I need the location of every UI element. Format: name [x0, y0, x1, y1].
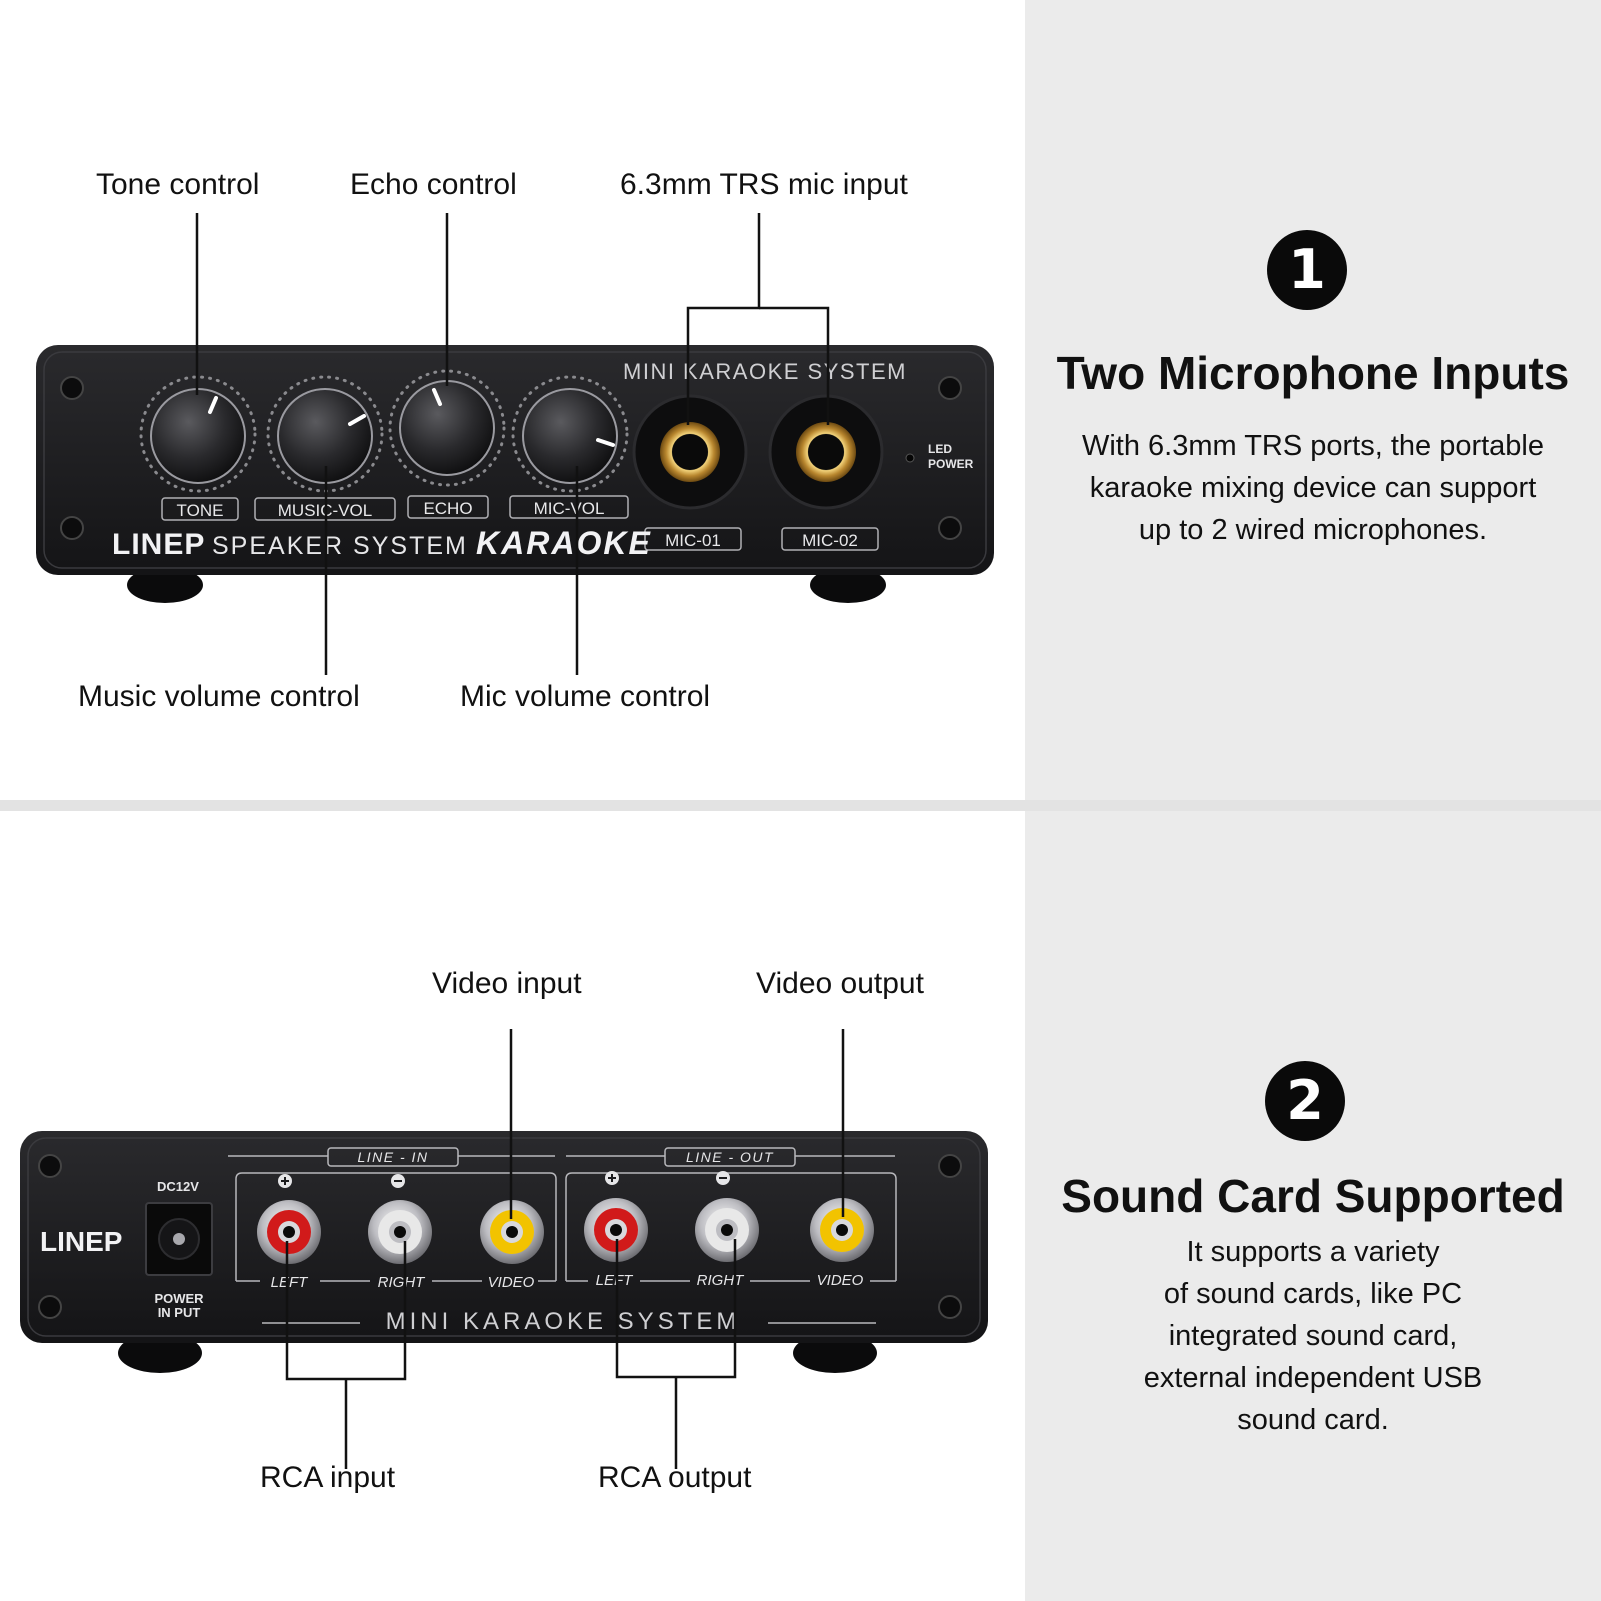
mic-vol-label: MIC-VOL	[534, 499, 605, 518]
speaker-system-label: SPEAKER SYSTEM	[212, 532, 468, 560]
back-panel-section: LINEP DC12V POWER IN PUT	[0, 811, 1601, 1601]
tone-knob[interactable]	[150, 388, 246, 484]
screw	[38, 1154, 62, 1178]
music-volume-callout: Music volume control	[78, 680, 360, 713]
dc-power-jack[interactable]	[145, 1202, 213, 1276]
rca-in-right-jack[interactable]	[368, 1200, 432, 1264]
rca-in-left-jack[interactable]	[257, 1200, 321, 1264]
feature-description: It supports a variety of sound cards, li…	[1025, 1231, 1601, 1441]
device-body	[36, 345, 994, 575]
section-divider	[0, 800, 1601, 811]
description-line: sound card.	[1237, 1404, 1389, 1436]
line-out-label: LINE - OUT	[686, 1149, 774, 1165]
feature-number-badge: 2	[1265, 1061, 1345, 1141]
power-input-label: POWER	[154, 1291, 204, 1306]
rca-out-right-jack[interactable]	[695, 1198, 759, 1262]
left-in-label: LEFT	[271, 1274, 310, 1291]
screw	[60, 376, 84, 400]
led-label: LED	[928, 442, 952, 456]
tone-control-callout: Tone control	[96, 168, 260, 201]
description-line: integrated sound card,	[1168, 1320, 1458, 1352]
screw	[60, 516, 84, 540]
description-line: karaoke mixing device can support	[1089, 472, 1537, 504]
screw	[38, 1295, 62, 1319]
feature-panel-2: 2 Sound Card Supported It supports a var…	[1025, 811, 1601, 1601]
power-input-label-2: IN PUT	[158, 1305, 201, 1320]
feature-title: Sound Card Supported	[1061, 1170, 1565, 1222]
front-panel-device: TONE MUSIC-VOL ECHO MIC-VOL MIC-01 MIC-0…	[36, 213, 994, 675]
rca-input-callout: RCA input	[260, 1461, 396, 1494]
video-in-label: VIDEO	[488, 1274, 535, 1291]
mic1-jack[interactable]	[632, 394, 748, 510]
feature-panel-1: 1 Two Microphone Inputs With 6.3mm TRS p…	[1025, 0, 1601, 800]
power-label: POWER	[928, 457, 974, 471]
series-label: MINI KARAOKE SYSTEM	[623, 359, 907, 384]
feature-number-badge: 1	[1267, 230, 1347, 310]
video-output-callout: Video output	[756, 967, 924, 1000]
video-out-label: VIDEO	[817, 1272, 864, 1289]
video-out-jack[interactable]	[810, 1198, 874, 1262]
screw	[938, 376, 962, 400]
led-indicator	[905, 453, 915, 463]
screw	[938, 1295, 962, 1319]
video-in-jack[interactable]	[480, 1200, 544, 1264]
brand-logo: LINEP	[40, 1226, 122, 1257]
device-foot	[127, 567, 203, 603]
echo-label: ECHO	[423, 499, 472, 518]
line-in-label: LINE - IN	[357, 1149, 428, 1165]
device-foot	[810, 567, 886, 603]
right-out-label: RIGHT	[697, 1272, 746, 1289]
front-panel-section: TONE MUSIC-VOL ECHO MIC-VOL MIC-01 MIC-0…	[0, 0, 1601, 800]
description-line: It supports a variety	[1186, 1236, 1440, 1268]
description-line: of sound cards, like PC	[1163, 1278, 1463, 1310]
video-input-callout: Video input	[432, 967, 582, 1000]
screw	[938, 1154, 962, 1178]
right-in-label: RIGHT	[378, 1274, 427, 1291]
description-line: With 6.3mm TRS ports, the portable	[1081, 430, 1545, 462]
mic-volume-callout: Mic volume control	[460, 680, 711, 713]
feature-title: Two Microphone Inputs	[1056, 347, 1570, 399]
mic-input-callout: 6.3mm TRS mic input	[620, 168, 908, 201]
brand-logo: LINEP	[112, 528, 205, 561]
front-panel-illustration: TONE MUSIC-VOL ECHO MIC-VOL MIC-01 MIC-0…	[0, 0, 1025, 800]
back-panel-illustration: LINEP DC12V POWER IN PUT	[0, 811, 1025, 1601]
mic1-label: MIC-01	[665, 531, 721, 550]
karaoke-logo: KARAOKE	[476, 525, 652, 561]
rca-out-left-jack[interactable]	[584, 1198, 648, 1262]
description-line: external independent USB	[1143, 1362, 1483, 1394]
feature-description: With 6.3mm TRS ports, the portable karao…	[1025, 425, 1601, 551]
rca-output-callout: RCA output	[598, 1461, 752, 1494]
back-panel-device: LINEP DC12V POWER IN PUT	[20, 1029, 988, 1469]
mic2-jack[interactable]	[768, 394, 884, 510]
description-line: up to 2 wired microphones.	[1138, 514, 1488, 546]
echo-knob[interactable]	[399, 380, 495, 476]
echo-control-callout: Echo control	[350, 168, 517, 201]
mic-volume-knob[interactable]	[522, 388, 618, 484]
left-out-label: LEFT	[596, 1272, 635, 1289]
tone-label: TONE	[177, 501, 224, 520]
series-label: MINI KARAOKE SYSTEM	[386, 1308, 741, 1335]
mic2-label: MIC-02	[802, 531, 858, 550]
music-volume-knob[interactable]	[277, 388, 373, 484]
dc-label: DC12V	[157, 1179, 199, 1194]
screw	[938, 516, 962, 540]
